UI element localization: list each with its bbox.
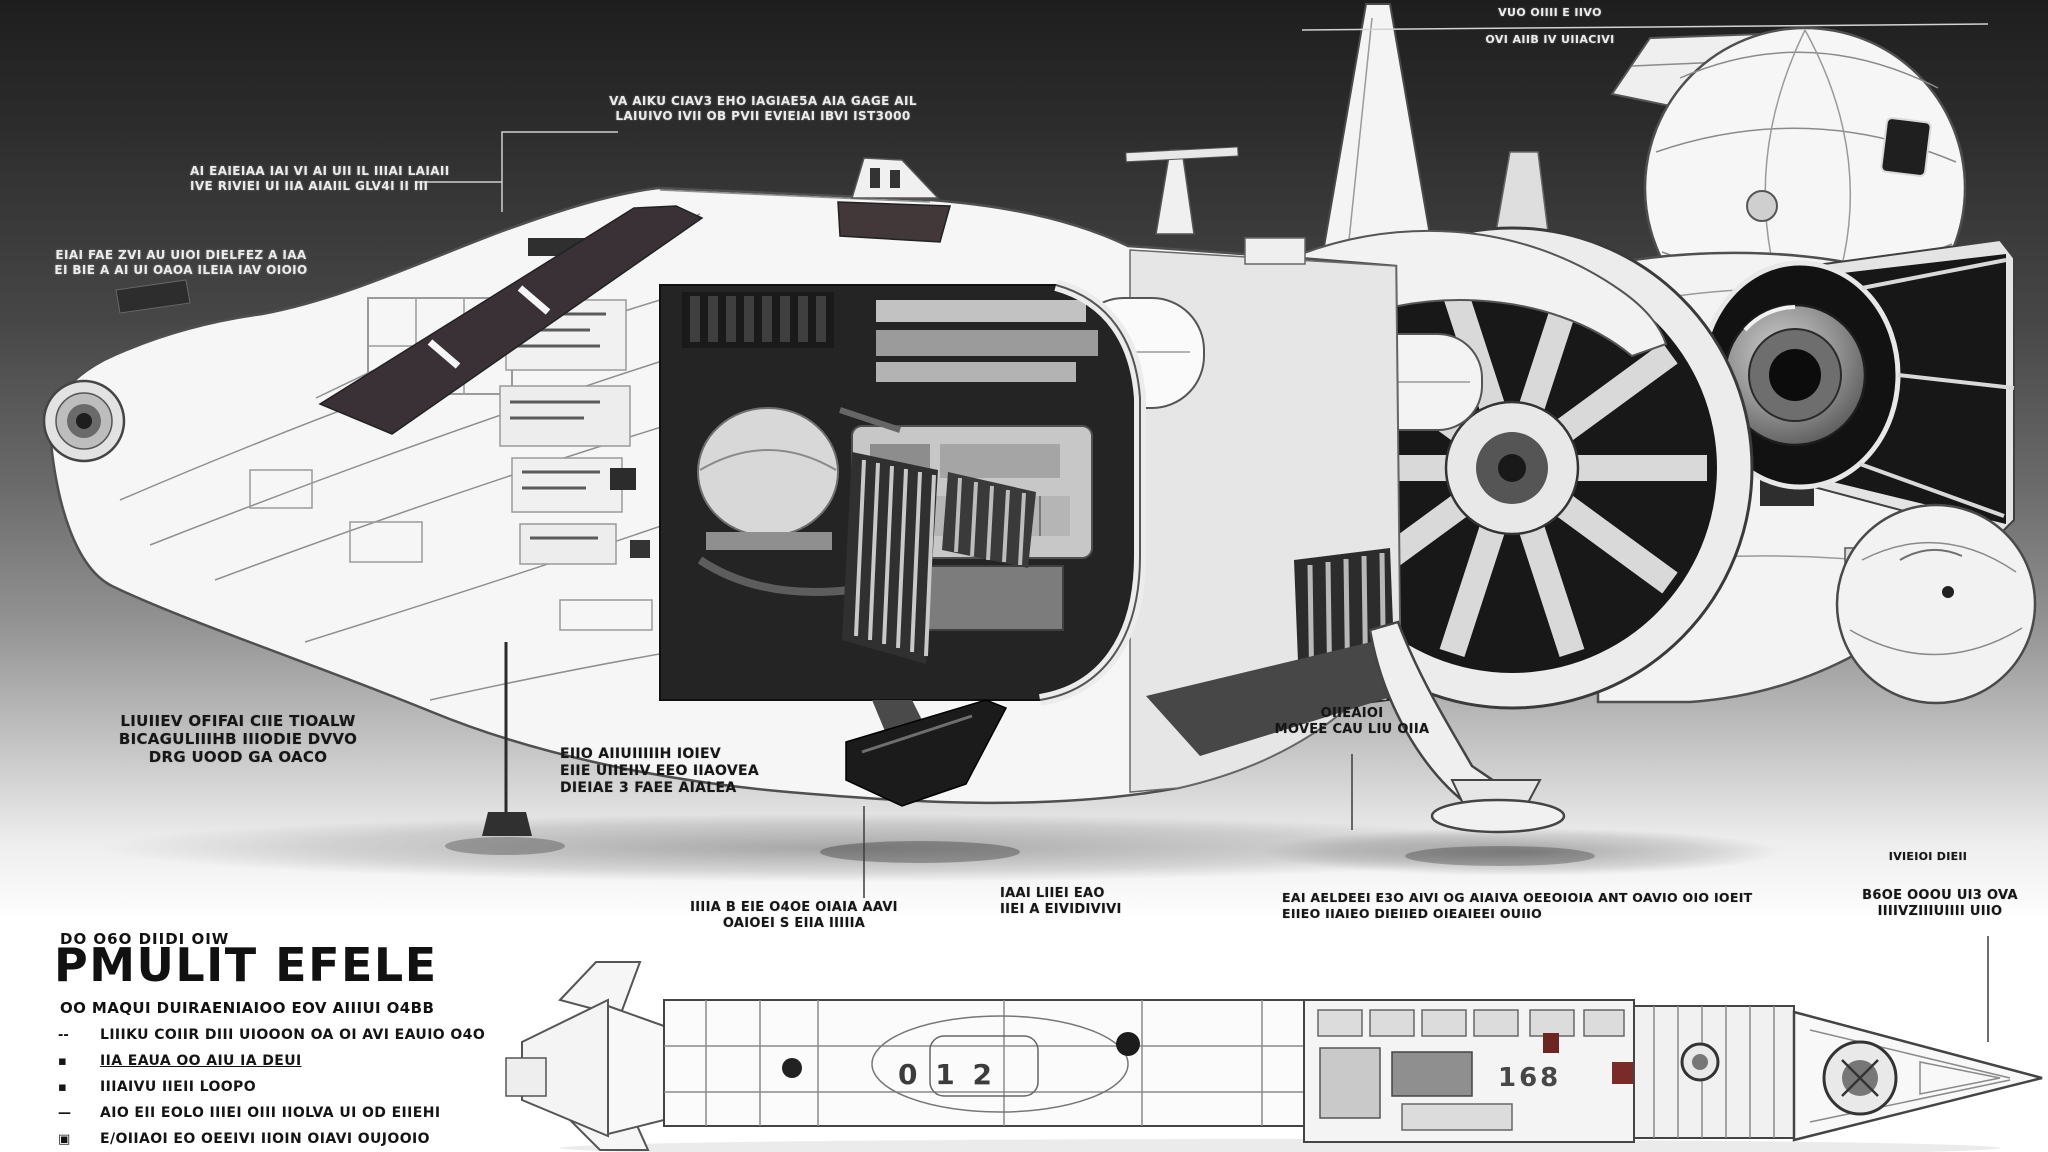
mid-landing-skid [845,699,1008,807]
callout-line: IVIEIOI DIEII [1888,850,1968,863]
callout-left-upper: AI EAIEIAA IAI VI AI UII IL IIIAI LAIAII… [190,164,450,194]
nose-window [115,279,191,314]
side-view-schematic: 0 1 2 168 [505,961,2043,1152]
callout-bottom-mid: IIIIA B EIE O4OE OIAIA AAVI OAIOEI S EII… [682,900,906,932]
callout-left-mid-block: LIUIIEV OFIFAI CIIE TIOALW BICAGULIIIHB … [68,712,408,766]
callout-line: OAIOEI S EIIA IIIIIA [722,916,866,931]
rear-landing-leg [1368,620,1566,834]
turbine-cowl [1280,229,1668,358]
callout-line: IVE RIVIEI UI IIA AIAIIL GLV4I II III [190,179,429,193]
callout-line: B6OE OOOU UI3 OVA [1862,888,2018,903]
callout-line: EIIE UIIEIIV EEO IIAOVEA [560,763,760,779]
cockpit-canopy [318,201,951,435]
callout-line: IIIIVZIIIUIIII UIIO [1877,904,2003,919]
callout-line: IAAI LIIEI EAO [1000,886,1105,901]
callout-bottom-inner: IAAI LIIEI EAO IIEI A EIVIDIVIVI [1000,886,1160,918]
callout-line: EAI AELDEEI E3O AIVI OG AIAIVA OEEOIOIA … [1282,890,1753,905]
callout-line: EIAI FAE ZVI AU UIOI DIELFEZ A IAA [55,248,307,262]
sensor-mast [1125,146,1239,235]
callout-bottom-long: EAI AELDEEI E3O AIVI OG AIAIVA OEEOIOIA … [1282,890,1802,922]
callout-top-right: VUO OIIII E IIVO OVI AIIB IV UIIACIVI [1400,6,1700,46]
nose-sensor-rings [42,379,126,463]
callout-line: EI BIE A AI UI OAOA ILEIA IAV OIOIO [54,263,308,277]
lower-sphere-pod [1835,503,2037,705]
spec-bullet-list: -- LIIIKU COIIR DIII UIOOON OA OI AVI EA… [58,1026,538,1152]
list-item: ▪ IIIAIVU IIEII LOOPO [58,1078,538,1097]
callout-left-lower: EIAI FAE ZVI AU UIOI DIELFEZ A IAA EI BI… [52,248,310,278]
page-title: PMULIT EFELE [54,938,438,992]
bullet-text: LIIIKU COIIR DIII UIOOON OA OI AVI EAUIO… [100,1027,486,1043]
bullet-text: IIIAIVU IIEII LOOPO [100,1079,257,1095]
list-item: -- LIIIKU COIIR DIII UIOOON OA OI AVI EA… [58,1026,538,1045]
belly-grills [842,452,1036,664]
bullet-text: AIO EII EOLO IIIEI OIII IIOLVA UI OD EII… [100,1105,441,1121]
callout-line: EIIEO IIAIEO DIEIIED OIEAIEEI OUIIO [1282,906,1543,921]
callout-line: EIIO AIIUIIIIIH IOIEV [560,746,722,762]
bullet-marker: -- [58,1028,69,1043]
callout-top-center: VA AIKU CIAV3 EHO IAGIAE5A AIA GAGE AIL … [598,94,928,124]
title-kicker: DO O6O DIIDI OIW [60,930,230,948]
callout-line: VA AIKU CIAV3 EHO IAGIAE5A AIA GAGE AIL [609,94,917,108]
callout-mid-right: OIIEAIOI MOVEE CAU LIU OIIA [1268,706,1436,738]
callout-line: OIIEAIOI [1320,706,1384,721]
callout-line: MOVEE CAU LIU OIIA [1274,722,1430,737]
list-item: ▪ IIA EAUA OO AIU IA DEUI [58,1052,538,1071]
side-view-marking-mid: 168 [1498,1063,1561,1093]
list-item: — AIO EII EOLO IIIEI OIII IIOLVA UI OD E… [58,1104,538,1123]
callout-right-pair: B6OE OOOU UI3 OVA IIIIVZIIIUIIII UIIO [1850,888,2030,920]
callout-center-block: EIIO AIIUIIIIIH IOIEV EIIE UIIEIIV EEO I… [560,746,775,797]
callout-line: OVI AIIB IV UIIACIVI [1485,33,1615,46]
callout-line: DIEIAE 3 FAEE AIALEA [560,780,737,796]
list-item: ▣ E/OIIAOI EO OEEIVI IIOIN OIAVI OUJOOIO [58,1130,538,1149]
callout-line: BICAGULIIIHB IIIODIE DVVO [118,730,358,748]
aft-tower [1495,151,1549,233]
callout-line: LAIUIVO IVII OB PVII EVIEIAI IBVI IST300… [615,109,911,123]
side-view-marking-left: 0 1 2 [898,1058,996,1091]
bullet-marker: ▣ [58,1132,71,1147]
callout-right-small: IVIEIOI DIEII [1876,850,1980,863]
bullet-marker: ▪ [58,1054,67,1069]
bullet-marker: ▪ [58,1080,67,1095]
title-subtitle: OO MAQUI DUIRAENIAIOO EOV AIIIUI O4BB [60,999,435,1017]
callout-line: IIEI A EIVIDIVIVI [1000,902,1122,917]
bullet-text: IIA EAUA OO AIU IA DEUI [100,1053,302,1069]
engine-bell [1699,238,2015,538]
front-landing-strut [482,642,532,836]
callout-line: AI EAIEIAA IAI VI AI UII IL IIIAI LAIAII [190,164,450,178]
floor-shadows [100,814,1780,882]
callout-line: DRG UOOD GA OACO [148,748,328,766]
bullet-text: E/OIIAOI EO OEEIVI IIOIN OIAVI OUJOOIO [100,1131,430,1147]
leader-lines [416,23,1989,1042]
callout-line: VUO OIIII E IIVO [1498,6,1602,19]
bullet-marker: — [58,1106,71,1121]
callout-line: IIIIA B EIE O4OE OIAIA AAVI [690,900,898,915]
callout-line: LIUIIEV OFIFAI CIIE TIOALW [120,712,356,730]
